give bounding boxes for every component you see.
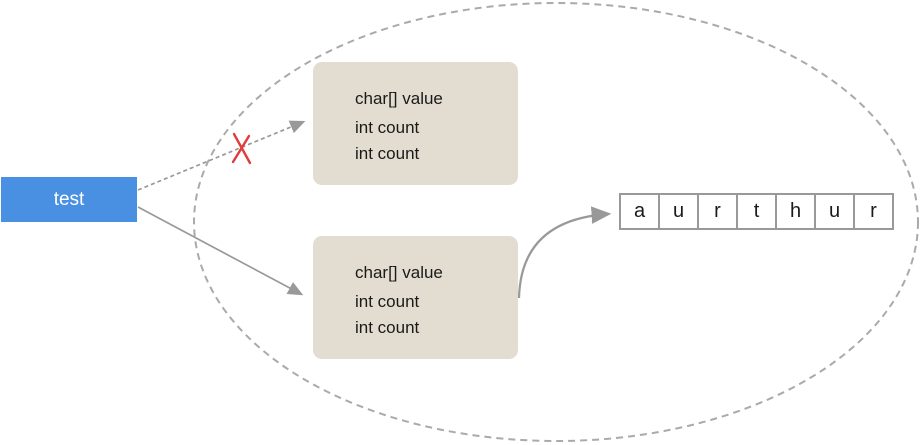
char-cell: u xyxy=(814,193,855,230)
field-int-count: int count xyxy=(355,318,420,337)
current-reference-arrow xyxy=(137,206,304,296)
variable-box-test: test xyxy=(1,177,137,222)
string-object-old: char[] value int count int count xyxy=(313,62,518,185)
field-char-array: char[] value xyxy=(355,263,443,282)
char-cell: u xyxy=(658,193,699,230)
string-object-current: char[] value int count int count xyxy=(313,236,518,359)
char-cell: t xyxy=(736,193,777,230)
field-int-count: int count xyxy=(355,292,420,311)
field-int-count: int count xyxy=(355,144,420,163)
old-reference-arrow xyxy=(137,120,306,191)
variable-label: test xyxy=(53,188,85,210)
char-cell: a xyxy=(619,193,660,230)
heap-ellipse xyxy=(193,2,919,442)
field-int-count: int count xyxy=(355,118,420,137)
char-array: a u r t h u r xyxy=(619,193,894,230)
char-cell: h xyxy=(775,193,816,230)
broken-reference-cross-icon xyxy=(231,132,252,165)
char-cell: r xyxy=(853,193,894,230)
value-to-array-arrow xyxy=(517,206,612,299)
field-char-array: char[] value xyxy=(355,89,443,108)
char-cell: r xyxy=(697,193,738,230)
